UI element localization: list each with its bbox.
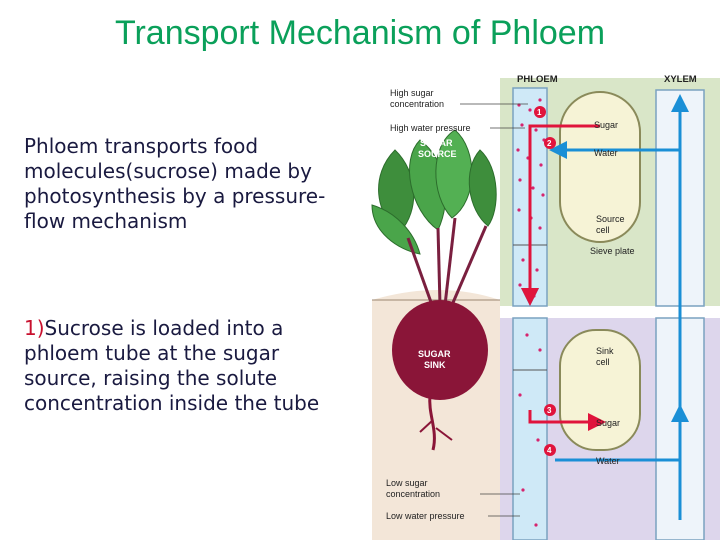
water-label-top: Water [594, 148, 618, 158]
sugar-label-bottom: Sugar [596, 418, 620, 428]
low-sugar-label-2: concentration [386, 489, 440, 499]
high-water-pressure-label: High water pressure [390, 123, 471, 133]
high-sugar-label: High sugar [390, 88, 434, 98]
step-1-paragraph: 1)Sucrose is loaded into a phloem tube a… [24, 316, 354, 416]
sink-cell-label-2: cell [596, 357, 610, 367]
svg-text:1: 1 [537, 108, 542, 117]
source-cell-label-2: cell [596, 225, 610, 235]
high-sugar-label-2: concentration [390, 99, 444, 109]
sugar-source-label: SUGAR [420, 138, 453, 148]
phloem-header: PHLOEM [517, 74, 558, 85]
low-water-pressure-label: Low water pressure [386, 511, 465, 521]
source-cell [559, 91, 641, 243]
step-number: 1) [24, 316, 45, 340]
sugar-label-top: Sugar [594, 120, 618, 130]
beet-leaves [371, 129, 497, 306]
slide-title: Transport Mechanism of Phloem [114, 14, 606, 52]
svg-text:4: 4 [547, 446, 552, 455]
source-cell-label: Source [596, 214, 625, 224]
low-sugar-label: Low sugar [386, 478, 428, 488]
beet-root [392, 300, 488, 451]
sugar-flow-arrows [521, 124, 606, 431]
intro-paragraph: Phloem transports food molecules(sucrose… [24, 134, 326, 233]
svg-text:3: 3 [547, 406, 552, 415]
svg-text:2: 2 [547, 139, 552, 148]
sink-cell-label: Sink [596, 346, 614, 356]
water-label-bottom: Water [596, 456, 620, 466]
sugar-sink-label: SUGAR [418, 349, 451, 359]
xylem-header: XYLEM [664, 74, 697, 85]
step-badges: 1 2 3 4 [534, 106, 556, 456]
sink-cell [559, 329, 641, 451]
sugar-sink-label-2: SINK [424, 360, 446, 370]
step-1-text: Sucrose is loaded into a phloem tube at … [24, 316, 320, 415]
sucrose-dots [516, 98, 546, 527]
sieve-plate-label: Sieve plate [590, 246, 635, 256]
sugar-source-label-2: SOURCE [418, 149, 457, 159]
